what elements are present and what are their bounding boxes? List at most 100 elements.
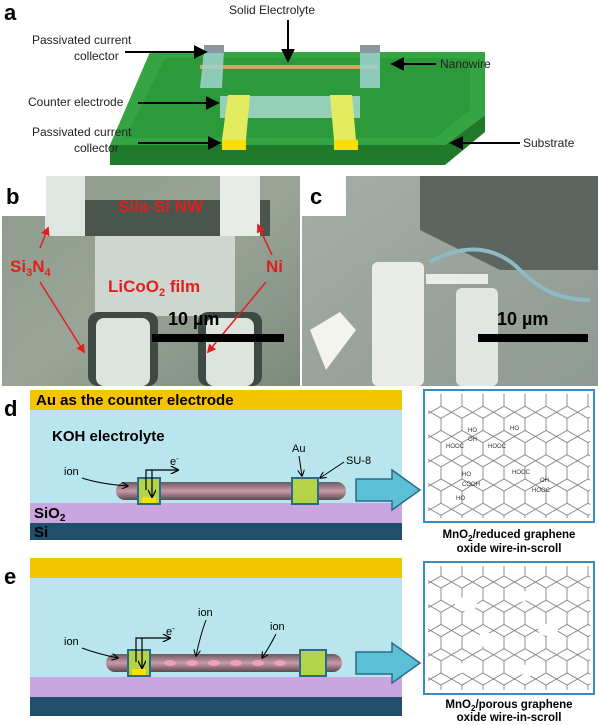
panel-e-label: e xyxy=(4,564,16,589)
au-pad-e-left xyxy=(132,669,146,675)
sio2-layer-e xyxy=(30,677,402,697)
ion-label-e-3: ion xyxy=(270,621,285,633)
caption-e-line1: MnO2/porous graphene xyxy=(445,699,572,713)
ion-arrow-e-2 xyxy=(196,619,207,656)
panel-b-label: b xyxy=(6,184,19,209)
chem-group: HOOC xyxy=(488,444,507,450)
panel-a: a Solid Electrolyte Passivated current c… xyxy=(4,0,575,165)
callout-passivated-top-2: collector xyxy=(74,49,119,63)
ion-arrow-d xyxy=(81,477,128,486)
substrate-side xyxy=(110,115,485,165)
electron-label-e: e- xyxy=(166,624,175,638)
pore xyxy=(274,660,286,666)
panel-d: d Au as the counter electrode KOH electr… xyxy=(4,389,595,555)
panel-c: c 10 µm xyxy=(302,176,598,386)
bottom-collector-left-cap xyxy=(222,140,246,150)
bottom-collector-left xyxy=(222,95,250,140)
nanowire-d xyxy=(116,482,346,500)
chem-group: HOOC xyxy=(512,470,531,476)
ni-pad-top-right xyxy=(220,176,260,236)
scale-bar-b xyxy=(152,334,284,342)
wire-c xyxy=(429,247,591,302)
ion-arrow-e-1 xyxy=(81,647,118,658)
annotation-nw: Si/a-Si NW xyxy=(118,197,204,216)
su8-arrow-d xyxy=(320,461,345,478)
dark-region-c xyxy=(420,176,598,270)
callout-passivated-bot-2: collector xyxy=(74,141,119,155)
debris-c xyxy=(310,312,356,370)
su8-label-d: SU-8 xyxy=(346,455,371,467)
pad-c-bridge xyxy=(426,274,488,284)
panel-a-label: a xyxy=(4,0,17,25)
chem-group: HO xyxy=(468,428,477,434)
chem-group: OH xyxy=(540,478,549,484)
pore xyxy=(186,660,198,666)
panel-c-label: c xyxy=(310,184,322,209)
electron-arrow-e xyxy=(135,638,170,662)
si-layer-e xyxy=(30,697,402,716)
lattice-pore xyxy=(519,664,541,676)
top-collector-right xyxy=(360,50,380,88)
callout-counter-electrode: Counter electrode xyxy=(28,95,124,109)
panel-d-label: d xyxy=(4,396,17,421)
ion-label-e-2: ion xyxy=(198,607,213,619)
au-counter-electrode-d xyxy=(30,390,402,410)
koh-label: KOH electrolyte xyxy=(52,428,165,445)
au-arrow-d xyxy=(299,455,302,476)
ni-pad-bottom-left xyxy=(96,318,150,386)
annotation-licoo2: LiCoO2 film xyxy=(108,277,200,299)
au-label-d: Au xyxy=(292,443,305,455)
au-contact-e-right xyxy=(299,649,327,677)
chem-group: HO xyxy=(510,426,519,432)
zoom-arrow-d xyxy=(355,468,422,512)
label-c-box xyxy=(302,176,346,216)
bottom-collector-right xyxy=(330,95,356,140)
callout-passivated-top-1: Passivated current xyxy=(32,33,132,47)
lattice-pore xyxy=(511,590,529,602)
annotation-si3n4: Si3N4 xyxy=(10,257,51,279)
pad-c-left xyxy=(372,262,424,386)
au-counter-label: Au as the counter electrode xyxy=(36,392,234,409)
pore xyxy=(230,660,242,666)
au-contact-d-right xyxy=(291,477,319,505)
top-collector-left xyxy=(200,50,224,88)
lattice-pore xyxy=(538,624,558,636)
top-collector-left-cap xyxy=(204,45,224,53)
chem-group: HOOC xyxy=(532,488,551,494)
lattice-pore xyxy=(455,597,477,611)
bottom-collector-right-cap xyxy=(334,140,358,150)
panel-e: e ion e- ion ion xyxy=(4,558,595,724)
electron-arrow-d xyxy=(145,470,178,490)
chem-group: COOH xyxy=(462,482,480,488)
sio2-layer-d xyxy=(30,503,402,523)
caption-e-line2: oxide wire-in-scroll xyxy=(457,712,562,724)
annotation-ni: Ni xyxy=(266,257,283,276)
panel-b: b Si/a-Si NW Si3N4 Ni LiCoO2 film 10 µm xyxy=(2,176,300,386)
callout-solid-electrolyte: Solid Electrolyte xyxy=(229,3,315,17)
callout-nanowire: Nanowire xyxy=(440,57,491,71)
pores-lattice-e xyxy=(446,590,558,676)
pores-e xyxy=(164,660,286,666)
si-layer-d xyxy=(30,523,402,540)
caption-d-line1: MnO2/reduced graphene xyxy=(443,529,576,543)
pad-c-right xyxy=(456,288,498,386)
reduced-graphene-lattice xyxy=(428,394,590,518)
scale-bar-c xyxy=(478,334,588,342)
chem-group: HO xyxy=(462,472,471,478)
zoom-arrow-e xyxy=(355,641,422,685)
sio2-label-d: SiO2 xyxy=(34,505,66,524)
counter-electrode xyxy=(220,96,360,118)
ion-arrow-e-3 xyxy=(262,633,277,658)
scale-label-b: 10 µm xyxy=(168,309,219,329)
red-arrow-si3n4-up xyxy=(39,226,50,249)
callout-substrate: Substrate xyxy=(523,136,575,150)
lattice-pore xyxy=(476,633,500,647)
callout-passivated-bot-1: Passivated current xyxy=(32,125,132,139)
au-pad-d-left xyxy=(142,497,156,503)
caption-d-line2: oxide wire-in-scroll xyxy=(457,543,562,555)
ni-pad-top-left xyxy=(45,176,85,236)
pore xyxy=(208,660,220,666)
electron-label-d: e- xyxy=(170,454,179,468)
au-counter-electrode-e xyxy=(30,558,402,578)
